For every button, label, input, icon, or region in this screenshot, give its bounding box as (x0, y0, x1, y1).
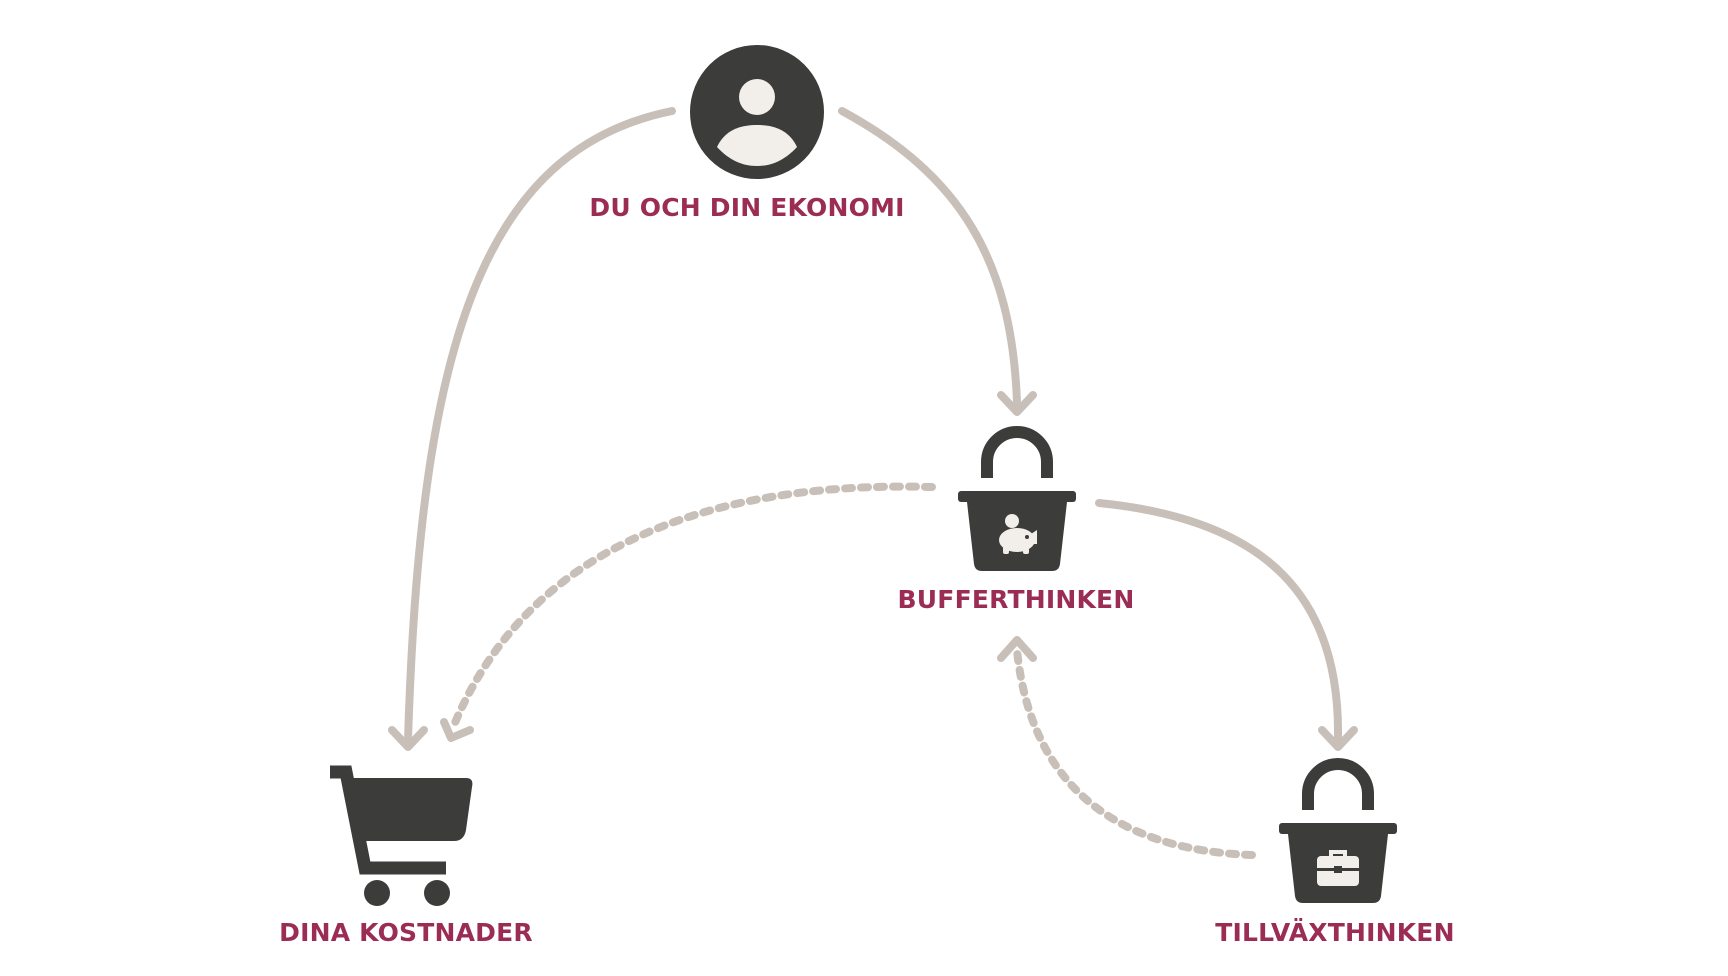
basket-piggy-bank-icon (958, 426, 1076, 571)
arrowhead-tillvaxthinken (1318, 726, 1358, 751)
edge-du-to-dina-kostnader (404, 107, 676, 744)
arrowhead-dotted-bufferthinken (997, 636, 1037, 662)
node-label-tillvaxthinken: TILLVÄXTHINKEN (1215, 918, 1455, 947)
briefcase-icon (1317, 850, 1359, 886)
node-label-du-och-din-ekonomi: DU OCH DIN EKONOMI (589, 193, 905, 222)
basket-briefcase-icon (1279, 758, 1397, 903)
piggy-bank-icon (999, 514, 1037, 554)
edge-bufferthinken-to-dina-kostnader (448, 482, 936, 734)
arrowhead-dina-kostnader (388, 726, 428, 751)
user-icon (690, 45, 824, 179)
edge-bufferthinken-to-tillvaxthinken (1095, 499, 1343, 742)
edge-tillvaxthinken-to-bufferthinken (1013, 646, 1256, 859)
edge-du-to-bufferthinken (838, 107, 1021, 407)
node-label-bufferthinken: BUFFERTHINKEN (897, 585, 1135, 614)
arrowhead-dotted-dina-kostnader (440, 718, 474, 742)
shopping-cart-icon (330, 765, 473, 906)
arrowhead-bufferthinken (997, 391, 1037, 416)
node-label-dina-kostnader: DINA KOSTNADER (279, 918, 533, 947)
